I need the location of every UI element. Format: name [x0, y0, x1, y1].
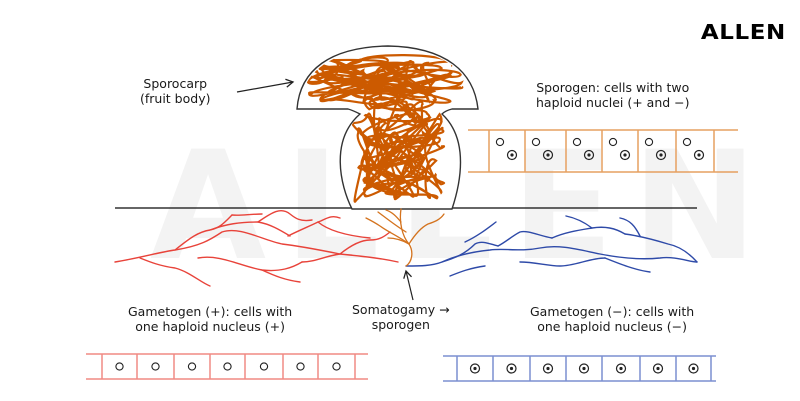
hypha-strand [441, 241, 499, 263]
nucleus-minus [542, 149, 554, 161]
nucleus-minus-dot [697, 153, 701, 157]
nucleus-plus [223, 362, 232, 371]
nucleus-minus-dot [659, 153, 663, 157]
nucleus-plus [187, 362, 197, 371]
nucleus-plus [608, 137, 618, 147]
nucleus-minus [693, 149, 705, 161]
gametogen-plus-cell-row [86, 353, 368, 380]
hypha-strand [519, 257, 606, 267]
sporogen-label: Sporogen: cells with two haploid nuclei … [536, 80, 690, 110]
nucleus-minus-dot [691, 366, 696, 371]
hypha-strand [365, 217, 410, 245]
hypha-strand [619, 217, 641, 237]
nucleus-minus-dot [546, 366, 550, 371]
sporocarp-label: Sporocarp (fruit body) [140, 76, 210, 106]
nucleus-plus [572, 137, 582, 147]
gametogen-minus-hyphae [405, 215, 698, 277]
nucleus-minus [655, 149, 667, 161]
nucleus-minus [542, 363, 554, 374]
hypha-strand [114, 229, 399, 263]
hypha-strand [174, 214, 233, 251]
nucleus-plus [151, 362, 160, 371]
gametogen-minus-label: Gametogen (−): cells with one haploid nu… [530, 304, 694, 334]
gametogen-minus-label-line1: Gametogen (−): cells with [530, 304, 695, 319]
hypha-strand [339, 231, 391, 255]
somatogamy-label-line2: sporogen [371, 317, 430, 332]
hypha-strand [261, 269, 301, 283]
gametogen-minus-cell-row [443, 355, 716, 382]
allen-logo: ALLEN [701, 20, 786, 44]
somatogamy-label-line1: Somatogamy → [352, 302, 450, 317]
gametogen-plus-hyphae [114, 210, 399, 287]
sporocarp-hyphae-tangle [306, 54, 464, 203]
hypha-strand [287, 215, 341, 237]
hypha-strand [604, 257, 651, 273]
nucleus-minus-dot [587, 153, 591, 157]
gametogen-plus-label: Gametogen (+): cells with one haploid nu… [128, 304, 292, 334]
nucleus-plus [531, 137, 541, 147]
sporogen-label-line1: Sporogen: cells with two [536, 80, 690, 95]
hypha-strand [624, 233, 698, 263]
sporogen-cell-row [468, 129, 738, 173]
hypha-strand [408, 213, 445, 245]
hypha-strand [497, 230, 553, 247]
nucleus-minus-dot [473, 366, 477, 371]
nucleus-minus [583, 149, 595, 161]
nucleus-minus [619, 149, 631, 161]
sporocarp-label-line2: (fruit body) [140, 91, 211, 106]
nucleus-plus [115, 362, 124, 371]
somatogamy-label: Somatogamy → sporogen [352, 302, 450, 332]
hypha-strand [551, 226, 626, 239]
hypha-strand [257, 210, 313, 223]
hyphae-tangle-cap [306, 54, 464, 112]
hypha-strand [139, 257, 211, 287]
nucleus-minus [688, 363, 699, 374]
sporogen-hyphae [365, 208, 445, 267]
nucleus-plus [682, 137, 692, 147]
nucleus-minus-dot [619, 366, 623, 371]
nucleus-plus [644, 137, 654, 147]
tangle-group [306, 54, 464, 203]
somatogamy-arrow [403, 269, 414, 301]
hypha-strand [197, 256, 303, 272]
gametogen-minus-label-line2: one haploid nucleus (−) [537, 319, 687, 334]
hypha-strand [317, 221, 371, 239]
nucleus-minus [615, 363, 627, 374]
hypha-strand [464, 221, 497, 243]
hypha-strand [387, 237, 410, 245]
nucleus-minus-dot [509, 366, 514, 371]
nucleus-minus-dot [656, 366, 660, 371]
nucleus-minus-dot [623, 153, 627, 157]
nucleus-minus [652, 363, 664, 374]
sporogen-label-line2: haploid nuclei (+ and −) [536, 95, 690, 110]
sporocarp [296, 45, 479, 210]
hypha-strand [565, 215, 593, 229]
nucleus-plus [296, 362, 305, 371]
nucleus-plus [332, 362, 341, 371]
sporocarp-label-line1: Sporocarp [143, 76, 208, 91]
nucleus-minus [506, 363, 517, 374]
hypha-strand [449, 265, 486, 277]
hyphae-tangle-stem [351, 112, 446, 203]
hypha-strand [231, 213, 263, 216]
sporocarp-arrow [236, 78, 295, 93]
hypha-strand [301, 253, 341, 263]
nucleus-minus-dot [546, 153, 550, 157]
nucleus-minus [506, 149, 518, 161]
nucleus-plus [495, 137, 505, 147]
nucleus-minus [469, 363, 481, 374]
hypha-strand [405, 245, 698, 267]
nucleus-minus-dot [510, 153, 514, 157]
hypha-strand [399, 208, 413, 267]
hypha-strand [377, 211, 407, 233]
nucleus-minus-dot [582, 366, 586, 371]
nucleus-minus [578, 363, 590, 374]
gametogen-plus-label-line2: one haploid nucleus (+) [135, 319, 285, 334]
hyphae-tangle-neck [363, 91, 431, 132]
gametogen-plus-label-line1: Gametogen (+): cells with [128, 304, 293, 319]
hypha-strand [385, 209, 402, 223]
nucleus-plus [259, 362, 269, 371]
